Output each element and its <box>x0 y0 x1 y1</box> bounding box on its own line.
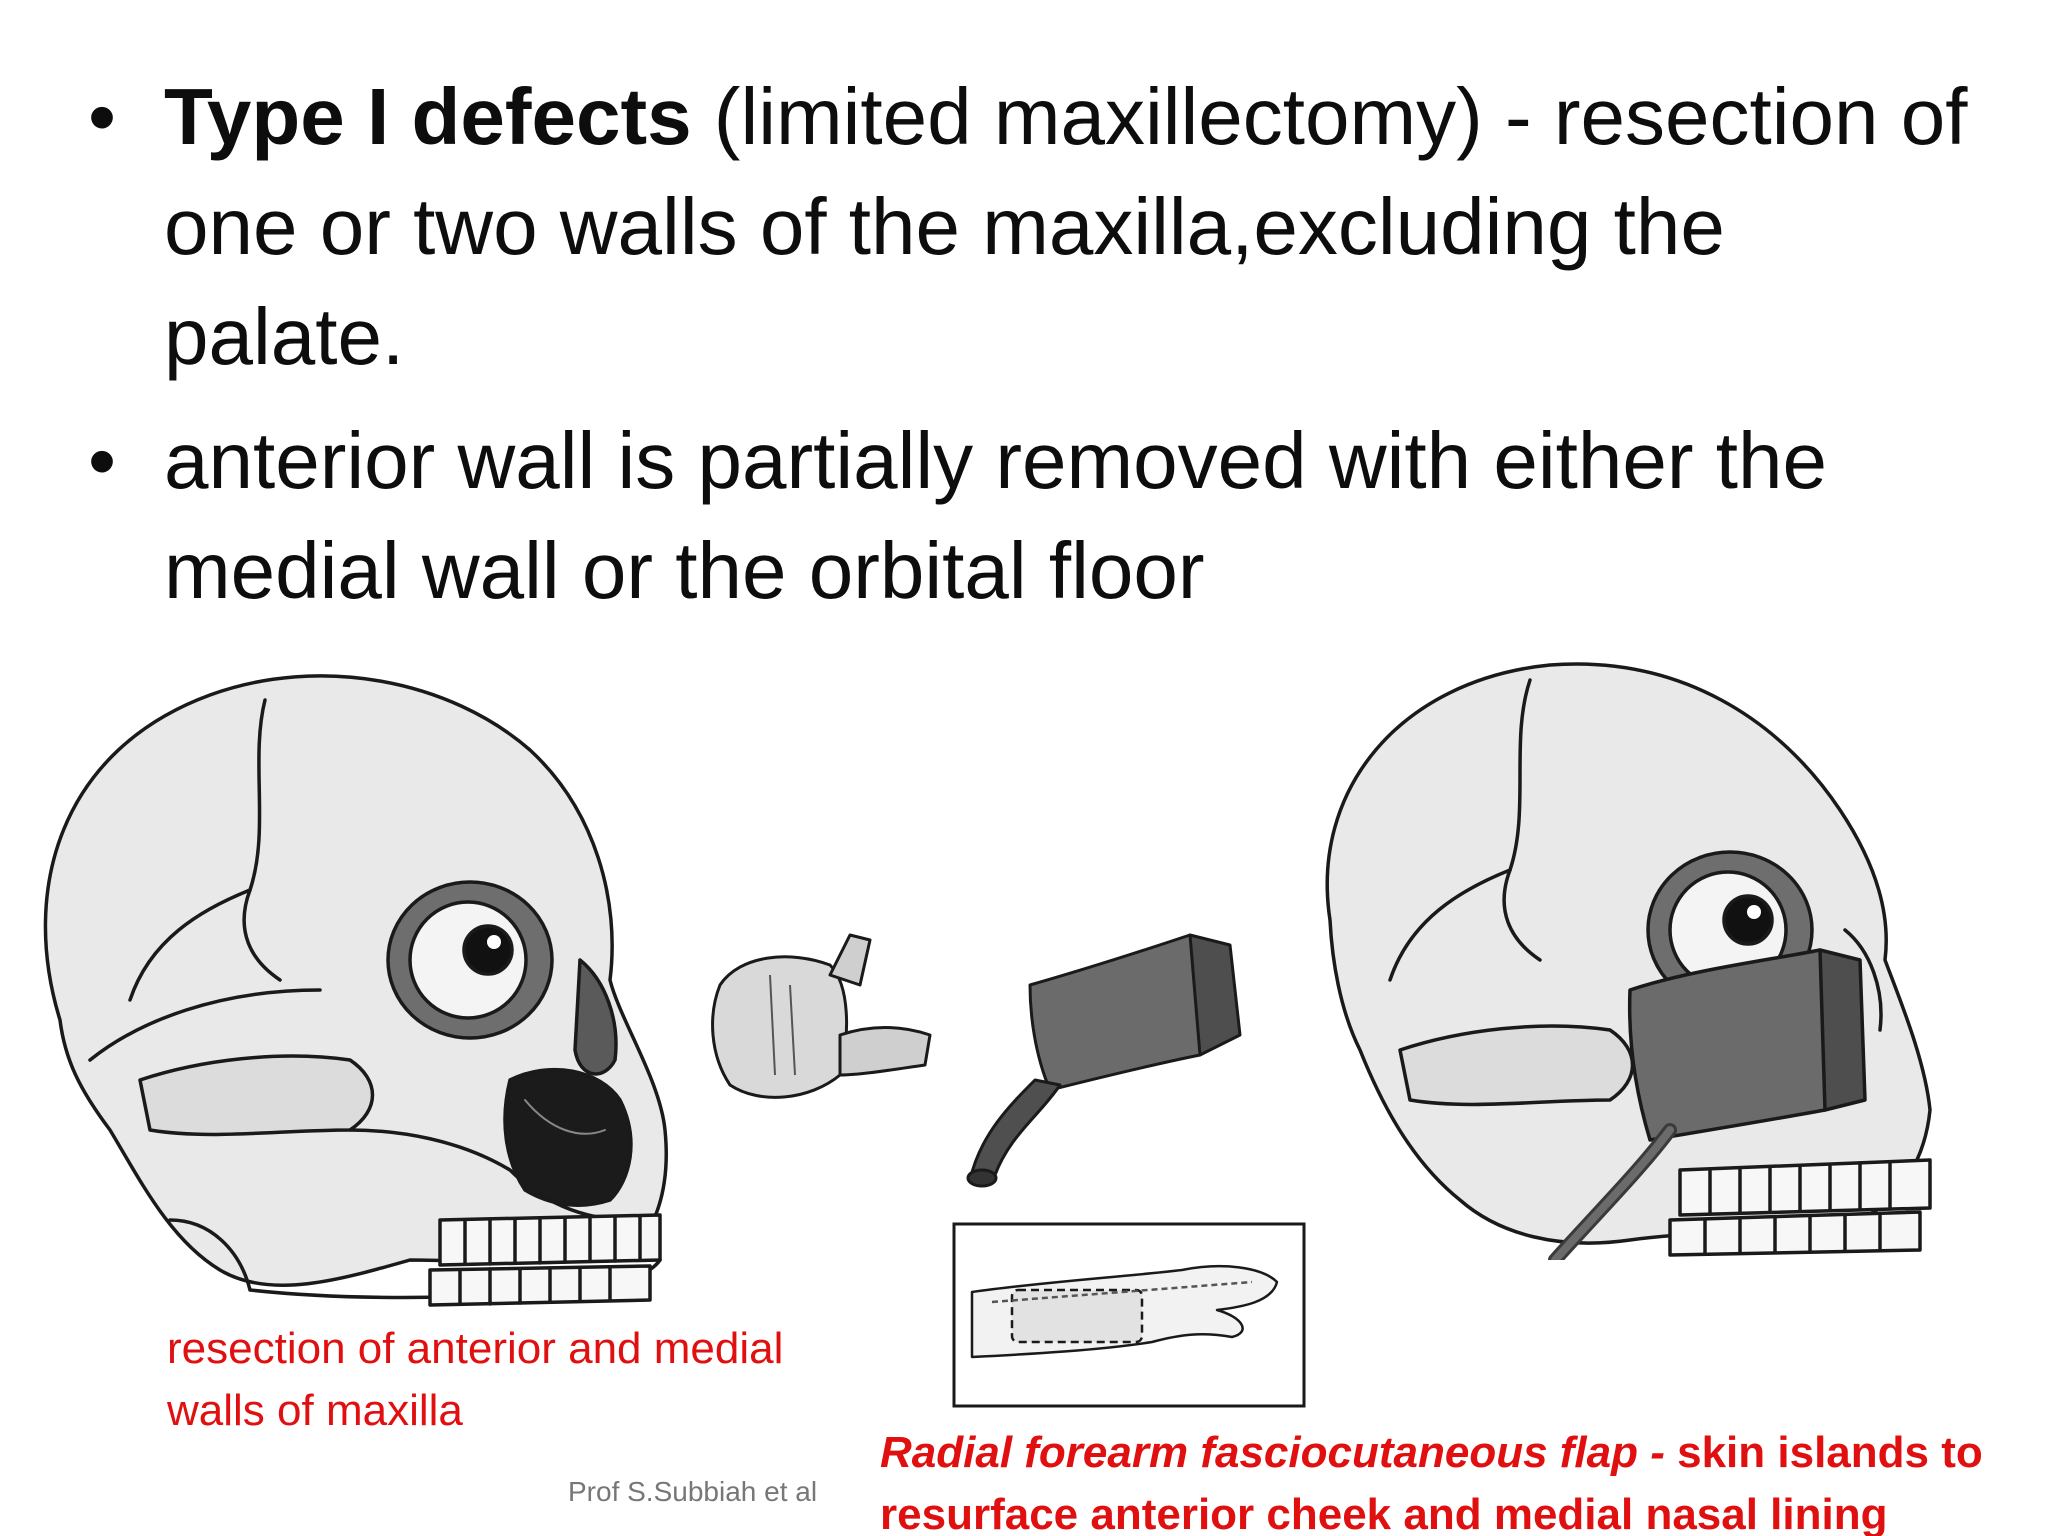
skull-reconstructed-illustration <box>1325 662 1932 1260</box>
skull-defect-illustration <box>43 674 668 1307</box>
bullet-text: anterior wall is partially removed with … <box>164 416 1827 615</box>
bullet-list: • Type I defects (limited maxillectomy) -… <box>84 62 1984 626</box>
caption-resection: resection of anterior and medial walls o… <box>167 1324 784 1435</box>
bullet-anterior-wall: • anterior wall is partially removed wit… <box>84 406 1984 626</box>
caption-flap: Radial forearm fasciocutaneous flap - sk… <box>880 1422 2030 1536</box>
caption-flap-description: skin islands to resurface anterior cheek… <box>880 1428 1983 1536</box>
bullet-marker: • <box>88 72 117 161</box>
bullet-marker: • <box>88 416 117 505</box>
resected-bone-piece <box>711 933 932 1099</box>
bullet-text: (limited maxillectomy) - resection of on… <box>164 72 1968 381</box>
caption-flap-name: Radial forearm fasciocutaneous flap - <box>880 1428 1665 1477</box>
radial-forearm-flap <box>966 933 1242 1188</box>
bullet-type-i-defects: • Type I defects (limited maxillectomy) -… <box>84 62 1984 392</box>
bullet-bold-term: Type I defects <box>164 72 692 161</box>
credit-text: Prof S.Subbiah et al <box>568 1476 818 1507</box>
forearm-donor-site-inset <box>952 1222 1306 1408</box>
